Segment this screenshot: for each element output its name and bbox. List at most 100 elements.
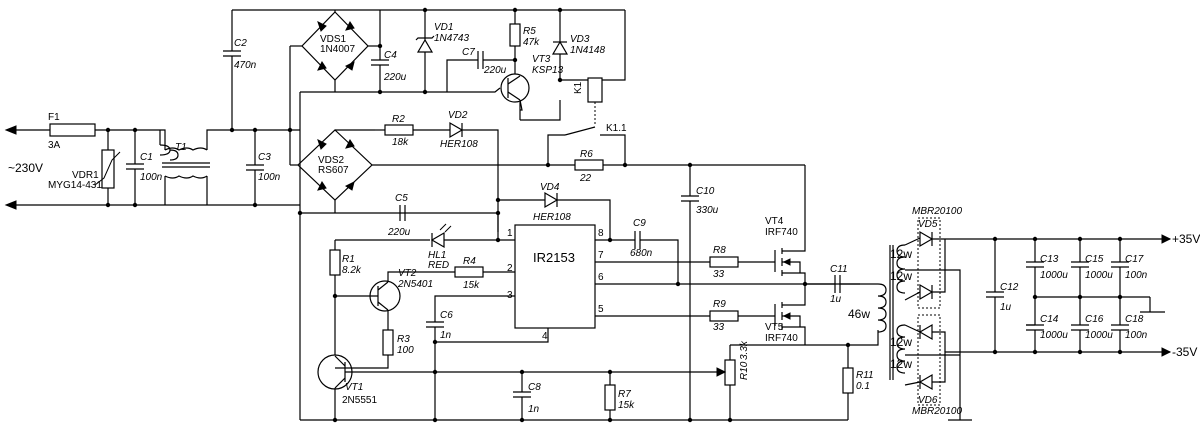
svg-text:C3: C3: [258, 152, 271, 163]
mains-input: ~230V: [4, 125, 300, 210]
svg-text:VT3: VT3: [532, 54, 551, 65]
resistor-r2: R2 18k: [375, 114, 450, 148]
svg-text:8: 8: [598, 228, 604, 239]
svg-text:1N4007: 1N4007: [320, 44, 355, 55]
svg-text:2: 2: [507, 263, 513, 274]
svg-text:15k: 15k: [463, 280, 480, 291]
svg-text:MBR20100: MBR20100: [912, 406, 962, 417]
resistor-r5: R5 47k: [509, 7, 540, 70]
svg-text:C12: C12: [1000, 282, 1019, 293]
svg-text:VD5: VD5: [918, 219, 938, 230]
svg-text:C9: C9: [633, 218, 646, 229]
svg-text:1N4148: 1N4148: [570, 45, 605, 56]
zener-vd1: VD1 1N4743: [415, 7, 469, 95]
svg-text:680n: 680n: [630, 248, 653, 259]
svg-text:100n: 100n: [1125, 270, 1148, 281]
svg-text:12w: 12w: [890, 269, 912, 283]
svg-text:R4: R4: [463, 256, 476, 267]
capacitor-c7: C7 220u: [446, 47, 515, 92]
mosfet-vt4: VT4 IRF740: [765, 216, 808, 287]
mosfet-vt5: VT5 IRF740: [765, 284, 806, 345]
svg-text:VD1: VD1: [434, 22, 453, 33]
svg-text:C15: C15: [1085, 254, 1104, 265]
svg-text:47k: 47k: [523, 37, 540, 48]
svg-text:RS607: RS607: [318, 165, 349, 176]
svg-text:1000u: 1000u: [1085, 270, 1113, 281]
svg-text:1N4743: 1N4743: [434, 33, 469, 44]
svg-text:R11: R11: [856, 370, 874, 381]
svg-text:1000u: 1000u: [1040, 270, 1068, 281]
capacitor-c5: C5 220u: [387, 193, 501, 238]
svg-text:15k: 15k: [618, 400, 635, 411]
diode-vd3: VD3 1N4148: [551, 7, 626, 83]
led-hl1: HL1 RED: [335, 223, 501, 271]
svg-text:C6: C6: [440, 310, 453, 321]
svg-text:R8: R8: [713, 245, 726, 256]
svg-text:33: 33: [713, 269, 725, 280]
svg-text:4: 4: [542, 331, 548, 342]
svg-text:K1.1: K1.1: [606, 123, 627, 134]
svg-text:VT4: VT4: [765, 216, 784, 227]
mains-label: ~230V: [8, 161, 43, 175]
capacitor-c3: C3 100n: [246, 127, 281, 208]
svg-text:VD2: VD2: [448, 110, 468, 121]
svg-text:F1: F1: [48, 112, 60, 123]
relay-contact-k1-1: K1.1: [545, 123, 628, 168]
svg-text:R10: R10: [739, 361, 750, 380]
svg-text:1u: 1u: [830, 294, 842, 305]
resistor-r3: R3 100: [335, 329, 414, 369]
capacitor-c9: C9 680n: [630, 218, 681, 287]
svg-text:C18: C18: [1125, 314, 1144, 325]
diode-vd2: VD2 HER108: [440, 110, 499, 232]
svg-text:1n: 1n: [440, 330, 452, 341]
svg-text:220u: 220u: [483, 65, 507, 76]
svg-text:HL1: HL1: [428, 250, 446, 261]
svg-text:K1: K1: [573, 81, 584, 94]
ic-label: IR2153: [533, 250, 575, 265]
svg-text:R2: R2: [392, 114, 405, 125]
svg-text:KSP13: KSP13: [532, 65, 564, 76]
svg-text:IRF740: IRF740: [765, 333, 798, 344]
svg-text:1n: 1n: [528, 404, 540, 415]
svg-text:220u: 220u: [383, 72, 407, 83]
svg-text:HER108: HER108: [440, 139, 478, 150]
svg-text:R6: R6: [580, 149, 593, 160]
diode-vd6: VD6 MBR20100: [904, 314, 1170, 417]
transistor-vt1: VT1 2N5551: [317, 354, 725, 420]
svg-text:C10: C10: [696, 186, 715, 197]
bridge-vds1: VDS1 1N4007: [289, 10, 380, 205]
resistor-r7: R7 15k: [604, 369, 635, 420]
diode-vd5: MBR20100 VD5: [904, 206, 1170, 420]
svg-text:VDS1: VDS1: [320, 34, 347, 45]
svg-text:12w: 12w: [890, 335, 912, 349]
output-terminals: +35V -35V: [1161, 232, 1200, 359]
svg-text:100: 100: [397, 345, 414, 356]
svg-text:1u: 1u: [1000, 302, 1012, 313]
svg-text:C1: C1: [140, 152, 153, 163]
svg-text:7: 7: [598, 250, 604, 261]
svg-text:IRF740: IRF740: [765, 227, 798, 238]
svg-text:C17: C17: [1125, 254, 1144, 265]
capacitor-c6: C6 1n: [426, 295, 515, 420]
svg-text:470n: 470n: [234, 60, 257, 71]
svg-text:C7: C7: [462, 47, 475, 58]
svg-text:22: 22: [579, 173, 592, 184]
svg-text:C8: C8: [528, 382, 541, 393]
svg-text:R5: R5: [523, 26, 536, 37]
svg-text:2N5401: 2N5401: [397, 279, 433, 290]
vneg-label: -35V: [1172, 345, 1197, 359]
svg-text:1: 1: [507, 228, 513, 239]
relay-k1: K1: [573, 77, 603, 125]
svg-text:C11: C11: [830, 264, 848, 275]
svg-text:VT2: VT2: [398, 268, 417, 279]
svg-text:C16: C16: [1085, 314, 1104, 325]
choke-t1: T1: [159, 129, 300, 205]
svg-text:VT5: VT5: [765, 322, 784, 333]
svg-text:R1: R1: [342, 254, 355, 265]
capacitor-c1: C1 100n: [126, 127, 163, 208]
svg-text:C5: C5: [395, 193, 408, 204]
svg-text:5: 5: [598, 304, 604, 315]
vpos-label: +35V: [1172, 232, 1200, 246]
resistor-r9: R9 33: [709, 299, 775, 333]
